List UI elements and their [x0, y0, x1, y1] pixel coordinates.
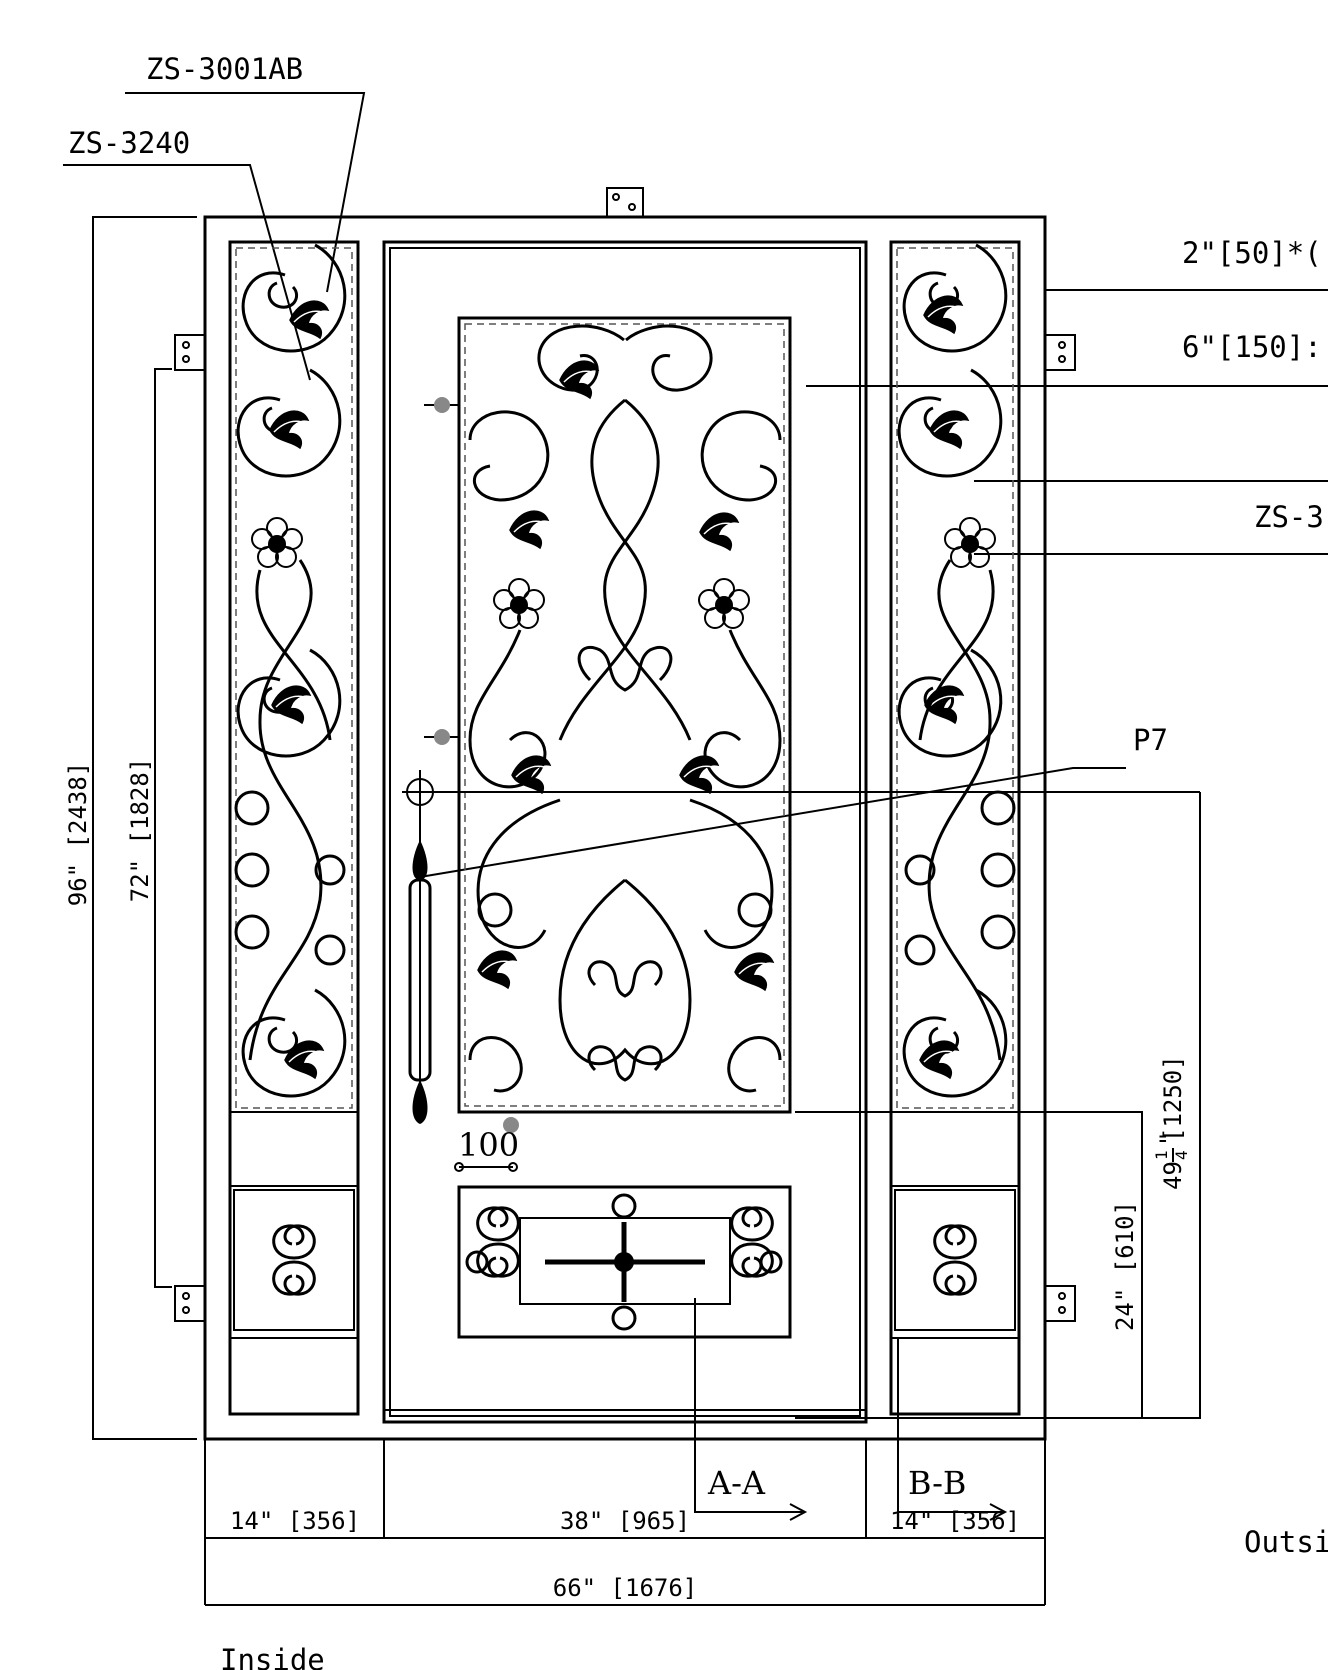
- door-leaf: [382, 240, 1200, 1424]
- section-a-label: A-A: [707, 1464, 766, 1502]
- glass-panel: [457, 316, 792, 1114]
- dim-glass-height-in: 49 1 4 ": [1152, 1132, 1191, 1190]
- section-b-label: B-B: [908, 1464, 966, 1502]
- dimline-bottom: [795, 1111, 1143, 1419]
- outside-label: Outsi: [1244, 1525, 1328, 1559]
- svg-text:1: 1: [1152, 1150, 1171, 1160]
- dimline-hinge-span: [154, 368, 172, 1288]
- inside-label: Inside: [220, 1643, 325, 1670]
- dim-overall-width: 66" [1676]: [553, 1574, 698, 1602]
- leader-side-part: [63, 164, 311, 381]
- section-a-marker: [694, 1298, 808, 1521]
- door-handle-icon: [408, 840, 432, 1124]
- right-sidelite: [889, 240, 1021, 1416]
- callout-frame-profile: 2"[50]*(: [1182, 236, 1322, 270]
- callout-panel-profile: 6"[150]:: [1182, 330, 1322, 364]
- section-b-marker: [897, 1338, 1008, 1521]
- leader-top-part: [125, 92, 366, 293]
- dim-hinge-span: 72" [1828]: [126, 758, 154, 903]
- hinge-icon: [174, 334, 1076, 1322]
- dimline-glass: [1142, 792, 1201, 1419]
- leader-handle: [419, 767, 1126, 878]
- dim-bottom-height: 24" [610]: [1111, 1201, 1139, 1331]
- top-pivot-icon: [606, 187, 644, 218]
- callout-flower-part: ZS-3: [1254, 500, 1324, 534]
- svg-text:": ": [1155, 1132, 1183, 1146]
- dim-door-width: 38" [965]: [560, 1507, 690, 1535]
- dim-glass-height-mm: [1250]: [1159, 1055, 1187, 1142]
- callout-handle: P7: [1133, 723, 1168, 757]
- dimline-overall-height: [92, 216, 197, 1440]
- hinge-pin-icon: [424, 404, 460, 738]
- svg-text:49: 49: [1159, 1161, 1187, 1190]
- svg-text:4: 4: [1172, 1150, 1191, 1160]
- left-sidelite: [228, 240, 360, 1416]
- callout-side-part: ZS-3240: [68, 126, 190, 160]
- dim-left-sidelite-width: 14" [356]: [230, 1507, 360, 1535]
- handle-offset-label: 100: [458, 1126, 519, 1164]
- callout-top-part: ZS-3001AB: [146, 52, 303, 86]
- dim-overall-height: 96" [2438]: [64, 762, 92, 907]
- dim-extension-lines: [204, 1439, 1046, 1605]
- kick-panel: [457, 1185, 792, 1339]
